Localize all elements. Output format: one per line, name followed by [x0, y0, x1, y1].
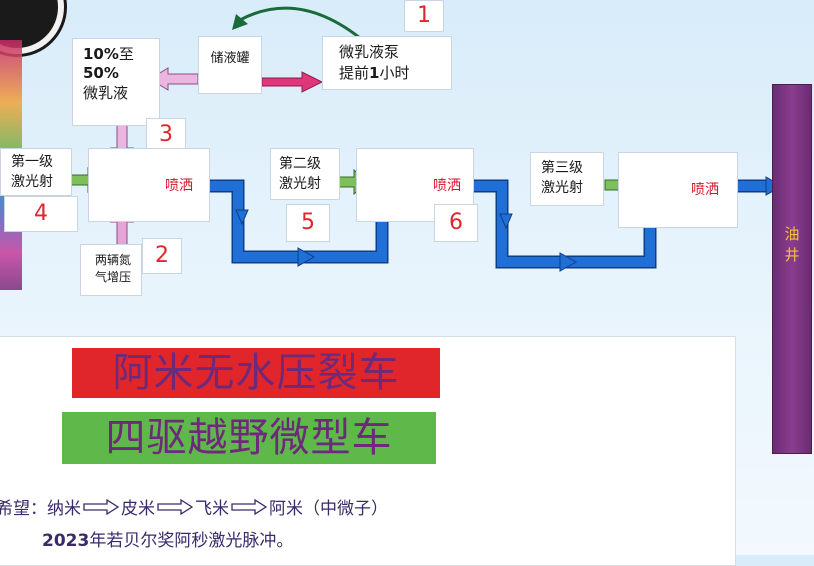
step-number-2: 2: [142, 238, 182, 274]
banner-title-2-text: 四驱越野微型车: [105, 415, 393, 461]
flow-head-4: [499, 213, 513, 230]
nitrogen-box: 两辆氮 气增压: [80, 244, 142, 296]
green-return-arrow: [239, 6, 366, 44]
oil-well-label-2: 井: [784, 246, 800, 264]
pump-label: 微乳液泵: [339, 43, 400, 61]
magenta-arrow: [261, 71, 324, 93]
laser-stage-2-line2: 激光射: [279, 176, 321, 192]
spray-label-2: 喷洒: [433, 178, 461, 194]
step-number-1: 1: [404, 0, 444, 32]
spray-label-3: 喷洒: [691, 182, 719, 198]
flow-head-1: [235, 209, 249, 226]
flow-path-2: [300, 205, 387, 262]
laser-stage-3-line1: 第三级: [541, 160, 583, 176]
laser-stage-3-box: 第三级 激光射: [530, 152, 604, 206]
storage-tank-box: 储液罐: [198, 36, 262, 94]
spray-box-3: 喷洒: [618, 152, 738, 228]
flow-path-1: [210, 181, 300, 262]
oil-well-label-1: 油: [784, 225, 800, 243]
hope-arrow-3: [231, 498, 267, 515]
banner-title-2: 四驱越野微型车: [62, 412, 436, 464]
laser-stage-1-line1: 第一级: [11, 154, 53, 170]
hope-line-2-text: 年若贝尔奖阿秒激光脉冲。: [89, 531, 294, 551]
pump-box: 微乳液泵 提前1小时: [322, 36, 452, 90]
step-number-5: 5: [286, 204, 330, 242]
banner-title-1: 阿米无水压裂车: [72, 348, 440, 398]
hope-step-2: 飞米: [195, 499, 229, 519]
emulsion-range-start: 10%至: [83, 45, 134, 63]
emulsion-range-end: 50%: [83, 64, 119, 82]
hope-prefix: 希望：纳米: [0, 499, 81, 519]
flow-path-3: [466, 181, 655, 267]
hope-line: 希望：纳米 皮米 飞米 阿米（中微子）: [0, 494, 388, 519]
step-number-6: 6: [434, 204, 478, 242]
hope-step-3: 阿米（中微子）: [269, 499, 388, 519]
laser-stage-2-line1: 第二级: [279, 156, 321, 172]
step-number-4: 4: [4, 196, 78, 232]
flow-head-5: [559, 252, 578, 272]
spray-box-1: 喷洒: [88, 148, 210, 222]
hope-line-2: 2023年若贝尔奖阿秒激光脉冲。: [42, 526, 293, 551]
hope-step-1: 皮米: [121, 499, 155, 519]
hope-year: 2023: [42, 531, 90, 551]
hope-arrow-2: [157, 498, 193, 515]
spray-label-1: 喷洒: [165, 178, 193, 194]
nitrogen-line1: 两辆氮: [94, 253, 131, 267]
step-number-3: 3: [146, 118, 186, 152]
nitrogen-line2: 气增压: [94, 270, 131, 284]
emulsion-box: 10%至 50% 微乳液: [72, 38, 160, 126]
emulsion-name: 微乳液: [83, 84, 129, 102]
hope-arrow-1: [83, 498, 119, 515]
laser-stage-3-line2: 激光射: [541, 180, 583, 196]
oil-well-column: 油 井: [772, 84, 812, 454]
laser-stage-1-box: 第一级 激光射: [0, 148, 72, 196]
banner-title-1-text: 阿米无水压裂车: [112, 350, 400, 396]
storage-tank-label: 储液罐: [210, 51, 250, 66]
pump-timing: 提前1小时: [339, 64, 410, 82]
laser-stage-2-box: 第二级 激光射: [270, 148, 340, 200]
laser-stage-1-line2: 激光射: [11, 174, 53, 190]
flow-head-2: [297, 247, 316, 267]
